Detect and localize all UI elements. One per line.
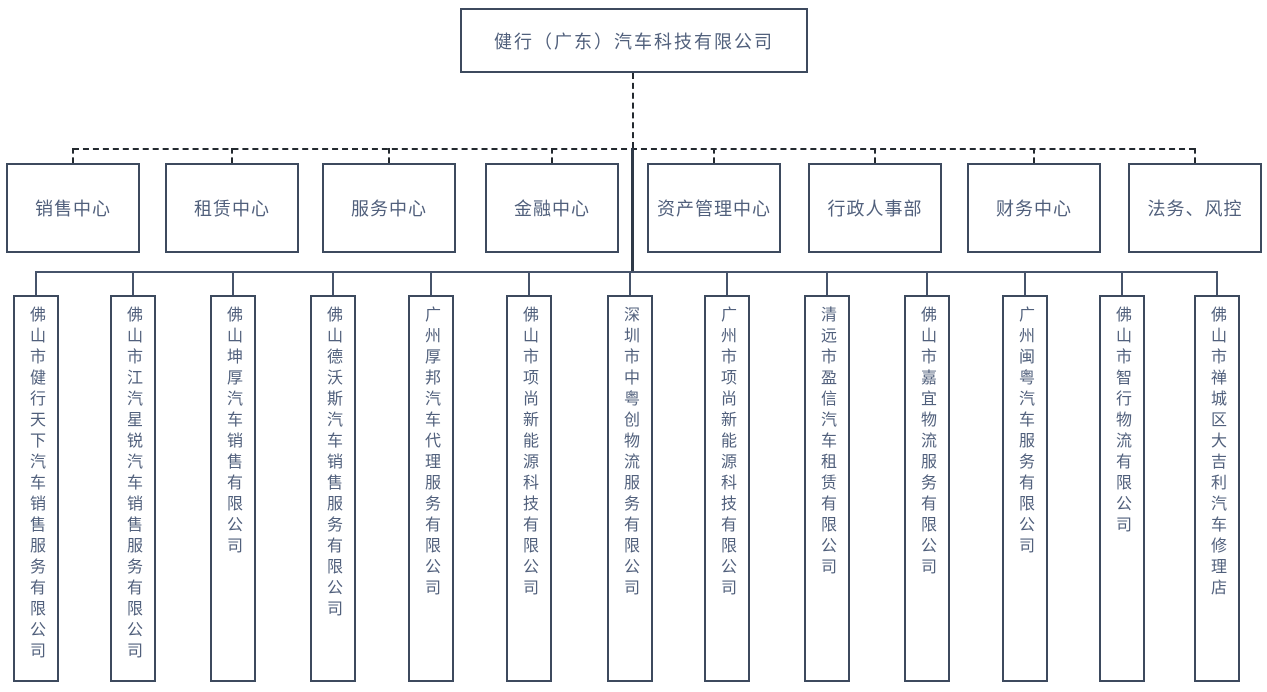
subsidiary-box-7: 深圳市中粤创物流服务有限公司 bbox=[607, 295, 653, 682]
connector-stub-dashed bbox=[72, 148, 74, 163]
connector-root-dashed-vertical bbox=[632, 73, 634, 148]
connector-stub-solid bbox=[1024, 271, 1026, 295]
subsidiary-label: 佛山市嘉宜物流服务有限公司 bbox=[918, 306, 937, 579]
connector-stub-solid bbox=[726, 271, 728, 295]
subsidiary-box-12: 佛山市智行物流有限公司 bbox=[1099, 295, 1145, 682]
subsidiary-label: 佛山市项尚新能源科技有限公司 bbox=[520, 306, 539, 600]
connector-stub-dashed bbox=[874, 148, 876, 163]
root-company-label: 健行（广东）汽车科技有限公司 bbox=[494, 31, 774, 53]
subsidiary-box-3: 佛山坤厚汽车销售有限公司 bbox=[210, 295, 256, 682]
dept-box-legal-risk-control: 法务、风控 bbox=[1128, 163, 1262, 253]
connector-stub-solid bbox=[926, 271, 928, 295]
dept-box-leasing-center: 租赁中心 bbox=[165, 163, 299, 253]
subsidiary-box-9: 清远市盈信汽车租赁有限公司 bbox=[804, 295, 850, 682]
subsidiary-label: 佛山坤厚汽车销售有限公司 bbox=[224, 306, 243, 558]
connector-stub-dashed bbox=[1194, 148, 1196, 163]
subsidiary-label: 广州市项尚新能源科技有限公司 bbox=[718, 306, 737, 600]
dept-label: 法务、风控 bbox=[1147, 199, 1243, 220]
connector-stub-dashed bbox=[713, 148, 715, 163]
dept-label: 金融中心 bbox=[514, 199, 590, 220]
connector-stub-solid bbox=[528, 271, 530, 295]
dept-label: 行政人事部 bbox=[827, 199, 923, 220]
dept-label: 租赁中心 bbox=[194, 199, 270, 220]
subsidiary-label: 清远市盈信汽车租赁有限公司 bbox=[818, 306, 837, 579]
connector-stub-solid bbox=[1121, 271, 1123, 295]
dept-box-sales-center: 销售中心 bbox=[6, 163, 140, 253]
connector-stub-dashed bbox=[551, 148, 553, 163]
subsidiary-box-2: 佛山市江汽星锐汽车销售服务有限公司 bbox=[110, 295, 156, 682]
subsidiary-label: 佛山市禅城区大吉利汽车修理店 bbox=[1208, 306, 1227, 600]
subsidiary-label: 广州厚邦汽车代理服务有限公司 bbox=[422, 306, 441, 600]
connector-stub-dashed bbox=[231, 148, 233, 163]
subsidiary-label: 佛山市健行天下汽车销售服务有限公司 bbox=[27, 306, 46, 663]
connector-subsidiary-rail-solid bbox=[36, 271, 1217, 273]
subsidiary-box-5: 广州厚邦汽车代理服务有限公司 bbox=[408, 295, 454, 682]
subsidiary-label: 佛山市智行物流有限公司 bbox=[1113, 306, 1132, 537]
connector-stub-dashed bbox=[388, 148, 390, 163]
connector-stub-solid bbox=[35, 271, 37, 295]
connector-stub-solid bbox=[629, 271, 631, 295]
connector-stub-dashed bbox=[1033, 148, 1035, 163]
connector-stub-solid bbox=[132, 271, 134, 295]
subsidiary-label: 广州闽粤汽车服务有限公司 bbox=[1016, 306, 1035, 558]
dept-label: 服务中心 bbox=[351, 199, 427, 220]
subsidiary-box-4: 佛山德沃斯汽车销售服务有限公司 bbox=[310, 295, 356, 682]
dept-box-service-center: 服务中心 bbox=[322, 163, 456, 253]
connector-stub-solid bbox=[826, 271, 828, 295]
connector-department-rail-dashed bbox=[73, 148, 1195, 150]
subsidiary-box-11: 广州闽粤汽车服务有限公司 bbox=[1002, 295, 1048, 682]
dept-box-finance-center: 金融中心 bbox=[485, 163, 619, 253]
subsidiary-box-6: 佛山市项尚新能源科技有限公司 bbox=[506, 295, 552, 682]
subsidiary-box-8: 广州市项尚新能源科技有限公司 bbox=[704, 295, 750, 682]
dept-box-asset-management: 资产管理中心 bbox=[647, 163, 781, 253]
subsidiary-box-1: 佛山市健行天下汽车销售服务有限公司 bbox=[13, 295, 59, 682]
dept-box-financial-center: 财务中心 bbox=[967, 163, 1101, 253]
dept-label: 财务中心 bbox=[996, 199, 1072, 220]
connector-stub-solid bbox=[430, 271, 432, 295]
subsidiary-label: 佛山市江汽星锐汽车销售服务有限公司 bbox=[124, 306, 143, 663]
subsidiary-box-10: 佛山市嘉宜物流服务有限公司 bbox=[904, 295, 950, 682]
dept-box-admin-hr: 行政人事部 bbox=[808, 163, 942, 253]
root-company-box: 健行（广东）汽车科技有限公司 bbox=[460, 8, 808, 73]
connector-trunk-solid-vertical bbox=[631, 148, 634, 271]
dept-label: 销售中心 bbox=[35, 199, 111, 220]
subsidiary-label: 深圳市中粤创物流服务有限公司 bbox=[621, 306, 640, 600]
connector-stub-solid bbox=[232, 271, 234, 295]
subsidiary-box-13: 佛山市禅城区大吉利汽车修理店 bbox=[1194, 295, 1240, 682]
subsidiary-label: 佛山德沃斯汽车销售服务有限公司 bbox=[324, 306, 343, 621]
connector-stub-solid bbox=[332, 271, 334, 295]
connector-stub-solid bbox=[1216, 271, 1218, 295]
dept-label: 资产管理中心 bbox=[657, 199, 771, 220]
